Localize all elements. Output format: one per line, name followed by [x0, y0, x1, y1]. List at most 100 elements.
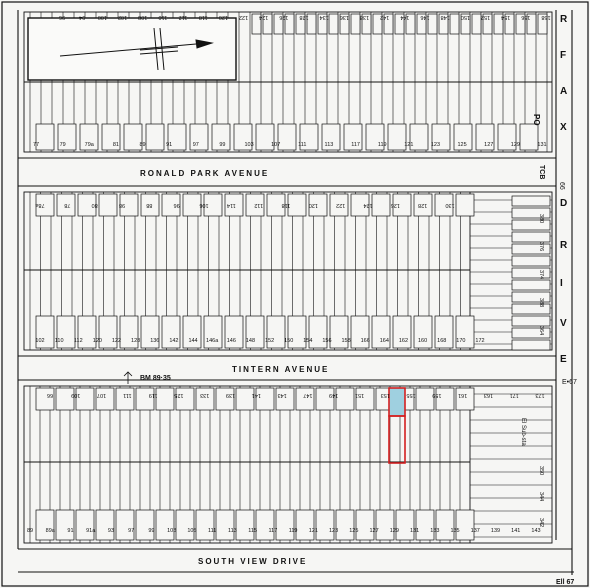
house-footprint [431, 123, 451, 151]
house-number: 120 [219, 14, 228, 20]
house-footprint [56, 193, 76, 217]
house-footprint [371, 193, 391, 217]
house-number: 124 [363, 202, 372, 208]
house-footprint [343, 123, 363, 151]
house-number: 89 [139, 142, 145, 148]
house-number: 144 [400, 14, 409, 20]
house-footprint [299, 123, 319, 151]
house-number: 135 [450, 528, 459, 534]
highlighted-plot-151[interactable] [388, 387, 406, 464]
house-number: 171 [510, 392, 519, 398]
house-number: 148 [441, 14, 450, 20]
house-number: 115 [248, 528, 257, 534]
house-number: 80 [92, 202, 98, 208]
road-edges [17, 10, 574, 575]
house-footprint [394, 13, 405, 35]
house-footprint [455, 193, 475, 217]
house-footprint [215, 509, 235, 541]
house-footprint [383, 13, 394, 35]
house-number: 78 [64, 202, 70, 208]
house-footprint [438, 13, 449, 35]
house-number: 143 [278, 392, 287, 398]
house-number: 110 [158, 14, 167, 20]
house-number: 130 [445, 202, 454, 208]
house-footprint [317, 13, 328, 35]
house-number: 126 [391, 202, 400, 208]
house-number: 119 [149, 392, 158, 398]
house-footprint [255, 387, 275, 411]
house-footprint [182, 315, 202, 349]
house-number: 139 [226, 392, 235, 398]
house-footprint [329, 193, 349, 217]
house-footprint [482, 13, 493, 35]
house-footprint [135, 387, 155, 411]
house-footprint [511, 303, 551, 315]
house-footprint [255, 509, 275, 541]
house-footprint [497, 123, 517, 151]
house-number: 120 [93, 338, 102, 344]
house-number: 166 [361, 338, 370, 344]
house-footprint [511, 339, 551, 351]
house-number: 102 [35, 338, 44, 344]
house-number: 121 [309, 528, 318, 534]
house-number: 106 [199, 202, 208, 208]
house-footprint [306, 13, 317, 35]
corner-ref-label: Ell 67 [556, 579, 574, 586]
house-footprint [395, 509, 415, 541]
house-number: 99 [219, 142, 225, 148]
house-footprint [350, 13, 361, 35]
house-number: 160 [418, 338, 427, 344]
fairfax-drive-letter: F [560, 50, 566, 61]
house-footprint [119, 315, 139, 349]
house-footprint [511, 291, 551, 303]
house-footprint [329, 315, 349, 349]
house-number: 88 [146, 202, 152, 208]
house-footprint [449, 13, 460, 35]
house-footprint [98, 193, 118, 217]
house-number: 154 [501, 14, 510, 20]
house-number: 111 [208, 528, 216, 534]
house-number: 154 [303, 338, 312, 344]
house-number: 162 [399, 338, 408, 344]
house-number: 131 [410, 528, 419, 534]
house-footprint [413, 315, 433, 349]
house-footprint [375, 509, 395, 541]
house-footprint [233, 123, 253, 151]
house-number: 96 [174, 202, 180, 208]
house-footprint [350, 193, 370, 217]
house-footprint [95, 509, 115, 541]
house-footprint [355, 509, 375, 541]
house-number: 152 [265, 338, 274, 344]
house-footprint [56, 315, 76, 349]
house-footprint [511, 195, 551, 207]
property-plots [29, 12, 552, 543]
house-footprint [471, 13, 482, 35]
house-number: 122 [112, 338, 121, 344]
house-number: 146 [420, 14, 429, 20]
house-footprint [203, 315, 223, 349]
house-footprint [251, 13, 262, 35]
house-footprint [155, 509, 175, 541]
house-number: 350 [538, 466, 544, 475]
house-footprint [434, 193, 454, 217]
house-number: 173 [535, 392, 544, 398]
house-number: 91 [166, 142, 172, 148]
house-footprint [526, 13, 537, 35]
house-number: 121 [404, 142, 413, 148]
house-footprint [266, 193, 286, 217]
house-footprint [140, 315, 160, 349]
house-number: 91a [86, 528, 96, 534]
house-number: 111 [123, 392, 131, 398]
house-number: 131 [537, 142, 546, 148]
house-footprint [295, 13, 306, 35]
house-footprint [295, 387, 315, 411]
house-number: 342 [538, 518, 544, 527]
benchmark-icon [123, 371, 133, 384]
house-footprint [315, 387, 335, 411]
house-number: 102 [118, 14, 127, 20]
house-number: 96 [59, 14, 65, 20]
house-number: 79 [60, 142, 66, 148]
